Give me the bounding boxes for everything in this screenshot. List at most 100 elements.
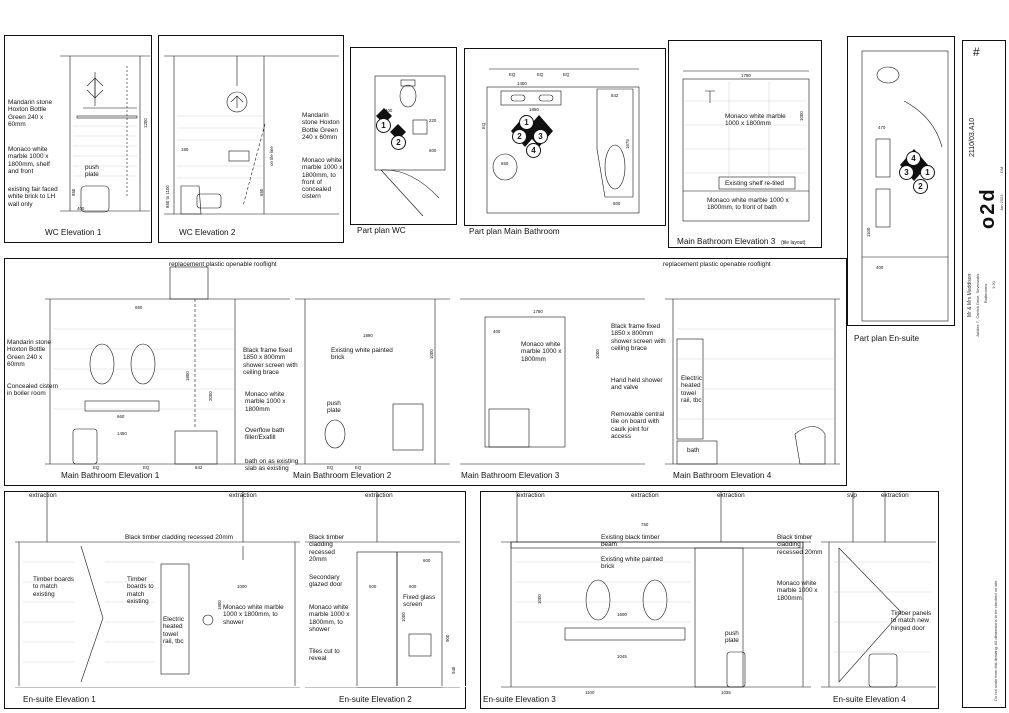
ensuite-right-drawing [501,492,936,688]
main-elev3-top-panel: 1780 1000 Monaco white marble 1000 x 180… [668,40,822,248]
es1-extraction-2: extraction [229,492,257,499]
me1-note-marble: Monaco white marble 1000 x 1800mm [245,391,286,413]
main-bathroom-row-panel: replacement plastic openable rooflight r… [4,258,847,486]
es2-dim: 500 [369,584,377,589]
part-plan-ensuite-title: Part plan En-suite [854,334,920,343]
me1-note-stone: Mandarin stone Hoxton Bottle Green 240 x… [7,339,52,368]
ensuite-plan-dim: 1100 [866,227,871,237]
ensuite-plan-dim: 470 [878,125,886,130]
wc-elevation-2-panel: Mandarin stone Hoxton Bottle Green 240 x… [158,35,344,243]
main-plan-dim: EQ [481,122,486,129]
me3-note-shower: Hand held shower and valve [611,377,663,392]
me3top-note-shelf: Existing shelf re-tiled [725,180,784,187]
me3top-note-bath: Monaco white marble 1000 x 1800mm, to fr… [707,197,789,212]
wc2-dim: on tile line [269,146,274,166]
es3-dim: 1035 [721,690,731,695]
ensuite-right-panel: extraction extraction extraction Existin… [480,491,939,709]
es3-note-marble: Monaco white marble 1000 x 1800mm [777,580,818,602]
wc-elevation-2-drawing [164,55,339,215]
me4-note-towel: Electric heated towel rail, tbc [681,375,702,404]
es1-dim: 1800 [217,600,222,610]
es2-dim: 900 [445,634,450,642]
me1-dim: 842 [195,465,203,470]
title-block: # 2110/03.A10 o2d Mr & Mrs Maddison Jubi… [962,40,1006,708]
main-plan-marker: 2 [512,129,527,144]
es1-note-towel: Electric heated towel rail, tbc [163,616,184,645]
es3-note-beam: Existing black timber beam [601,534,660,549]
main-plan-dim: EQ [509,72,516,77]
me1-dim: EQ [93,465,100,470]
main-plan-dim: 842 [611,93,619,98]
es3-dim: 1000 [537,594,542,604]
firm-logo: o2d [977,187,999,229]
wc1-dim: 1200 [143,118,148,128]
es1-note-cladding: Black timber cladding recessed 20mm [125,534,233,541]
es3-note-cladding: Black timber cladding recessed 20mm [777,534,823,556]
main-plan-dim: 1675 [625,139,630,149]
es3-dim: 750 [641,522,649,527]
main-bathroom-row-drawing [45,266,840,465]
me1-dim: 1800 [185,371,190,381]
ensuite-left-drawing [5,492,467,688]
ensuite-plan-dim: 400 [876,265,884,270]
me3top-note-marble: Monaco white marble 1000 x 1800mm [725,113,786,128]
me1-dim: 660 [117,414,125,419]
me3-dim: 1000 [595,349,600,359]
es3-dim: 1045 [617,654,627,659]
part-plan-ensuite-panel: 4 3 1 2 470 1100 400 [847,36,955,326]
main-plan-dim: 1400 [517,81,527,86]
part-plan-main-title: Part plan Main Bathroom [469,227,560,236]
wc-plan-dim: 220 [429,118,437,123]
wc-plan-marker: 2 [391,135,406,150]
ensuite-plan-marker: 3 [899,165,914,180]
es1-dim: 1000 [237,584,247,589]
me3top-dim: 1000 [799,111,804,121]
wc-plan-marker: 1 [376,118,391,133]
wc-elevation-1-panel: Mandarin stone Hoxton Bottle Green 240 x… [4,35,152,243]
ensuite-plan-marker: 4 [906,151,921,166]
es2-dim: 940 [451,666,456,674]
main-elev3-title: Main Bathroom Elevation 3 [461,471,560,480]
me3-dim: 1780 [533,309,543,314]
es1-note-timber1: Timber boards to match existing [33,576,74,598]
ensuite-plan-marker: 2 [913,179,928,194]
es3-extraction-1: extraction [517,492,545,499]
main-elev3-top-subtitle: (tile layout) [781,240,806,246]
es2-note-cladding: Black timber cladding recessed 20mm [309,534,345,563]
roof-label-2: replacement plastic openable rooflight [663,261,771,268]
wc1-note-brick: existing fair faced white brick to LH wa… [8,186,58,208]
wc1-note-marble: Monaco white marble 1000 x 1800mm, shelf… [8,146,50,175]
es4-note-panels: Timber panels to match new hinged door [891,610,932,632]
me2-dim: 1000 [429,349,434,359]
me1-note-overflow: Overflow bath filler/Exafill [245,427,285,442]
main-plan-dim: 650 [501,161,509,166]
part-plan-main-panel: 1 2 3 4 EQ EQ EQ 1400 1850 EQ 842 1675 6… [464,48,666,236]
me1-dim: 2000 [208,391,213,401]
tb-scale: 1:20 [991,281,996,289]
main-plan-dim: 1850 [529,107,539,112]
main-plan-dim: EQ [537,72,544,77]
es1-note-timber2: Timber boards to match existing [127,576,154,605]
me2-dim: EQ [355,465,362,470]
wc2-dim: 650 [259,188,264,196]
me1-dim: 1450 [117,431,127,436]
es2-note-screen: Fixed glass screen [403,594,436,609]
main-elev4-title: Main Bathroom Elevation 4 [673,471,772,480]
main-plan-marker: 1 [519,115,534,130]
es2-note-glazed: Secondary glazed door [309,574,343,589]
wc-elevation-1-title: WC Elevation 1 [45,228,102,237]
es2-dim: 600 [423,558,431,563]
me3-note-marble: Monaco white marble 1000 x 1800mm [521,341,562,363]
me3-dim: 400 [493,329,501,334]
es2-note-tiles: Tiles cut to reveal [309,648,340,663]
me2-note-brick: Existing white painted brick [331,347,393,362]
me2-dim: EQ [327,465,334,470]
main-plan-dim: EQ [563,72,570,77]
wc-elevation-1-drawing [60,55,150,213]
es4-extraction: extraction [881,492,909,499]
main-elev2-title: Main Bathroom Elevation 2 [293,471,392,480]
ensuite-elev4-title: En-suite Elevation 4 [833,695,906,704]
tb-project: Jubilee 7, Carrick Drive, Sevenoaks [975,273,980,337]
tb-drawn: DM [999,166,1004,173]
part-plan-wc-title: Part plan WC [357,226,406,235]
